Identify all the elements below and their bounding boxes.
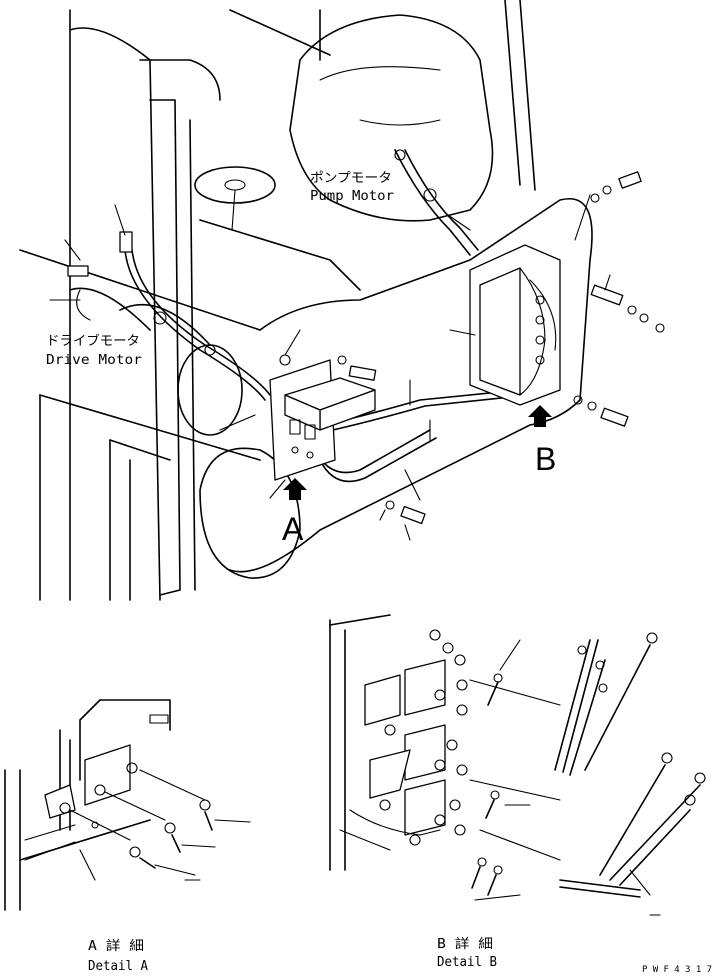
view-b-label: B bbox=[535, 441, 556, 477]
detail-b-title-en: Detail B bbox=[437, 955, 497, 970]
view-a-label: A bbox=[282, 511, 304, 547]
drawing-code: PWF4317 bbox=[642, 965, 712, 975]
drive-motor-label-jp: ドライブモータ bbox=[46, 333, 140, 349]
detail-b-drawing bbox=[329, 614, 706, 916]
leader-lines bbox=[49, 194, 611, 541]
controller-a-box bbox=[269, 359, 376, 481]
pump-motor-label-en: Pump Motor bbox=[310, 189, 394, 204]
detail-a-title-jp: A 詳 細 bbox=[88, 938, 144, 954]
detail-b-title-jp: B 詳 細 bbox=[437, 936, 493, 952]
forklift-body bbox=[19, 0, 593, 601]
drive-motor-label-en: Drive Motor bbox=[46, 353, 142, 368]
detail-a-drawing bbox=[4, 699, 251, 911]
detail-a-title-en: Detail A bbox=[88, 959, 148, 974]
fasteners bbox=[67, 171, 665, 525]
controller-b-box bbox=[469, 244, 561, 406]
pump-motor-label-jp: ポンプモータ bbox=[310, 171, 392, 186]
arrow-b-icon bbox=[528, 405, 552, 427]
arrow-a-icon bbox=[283, 478, 307, 500]
terminal-studs bbox=[379, 629, 468, 846]
